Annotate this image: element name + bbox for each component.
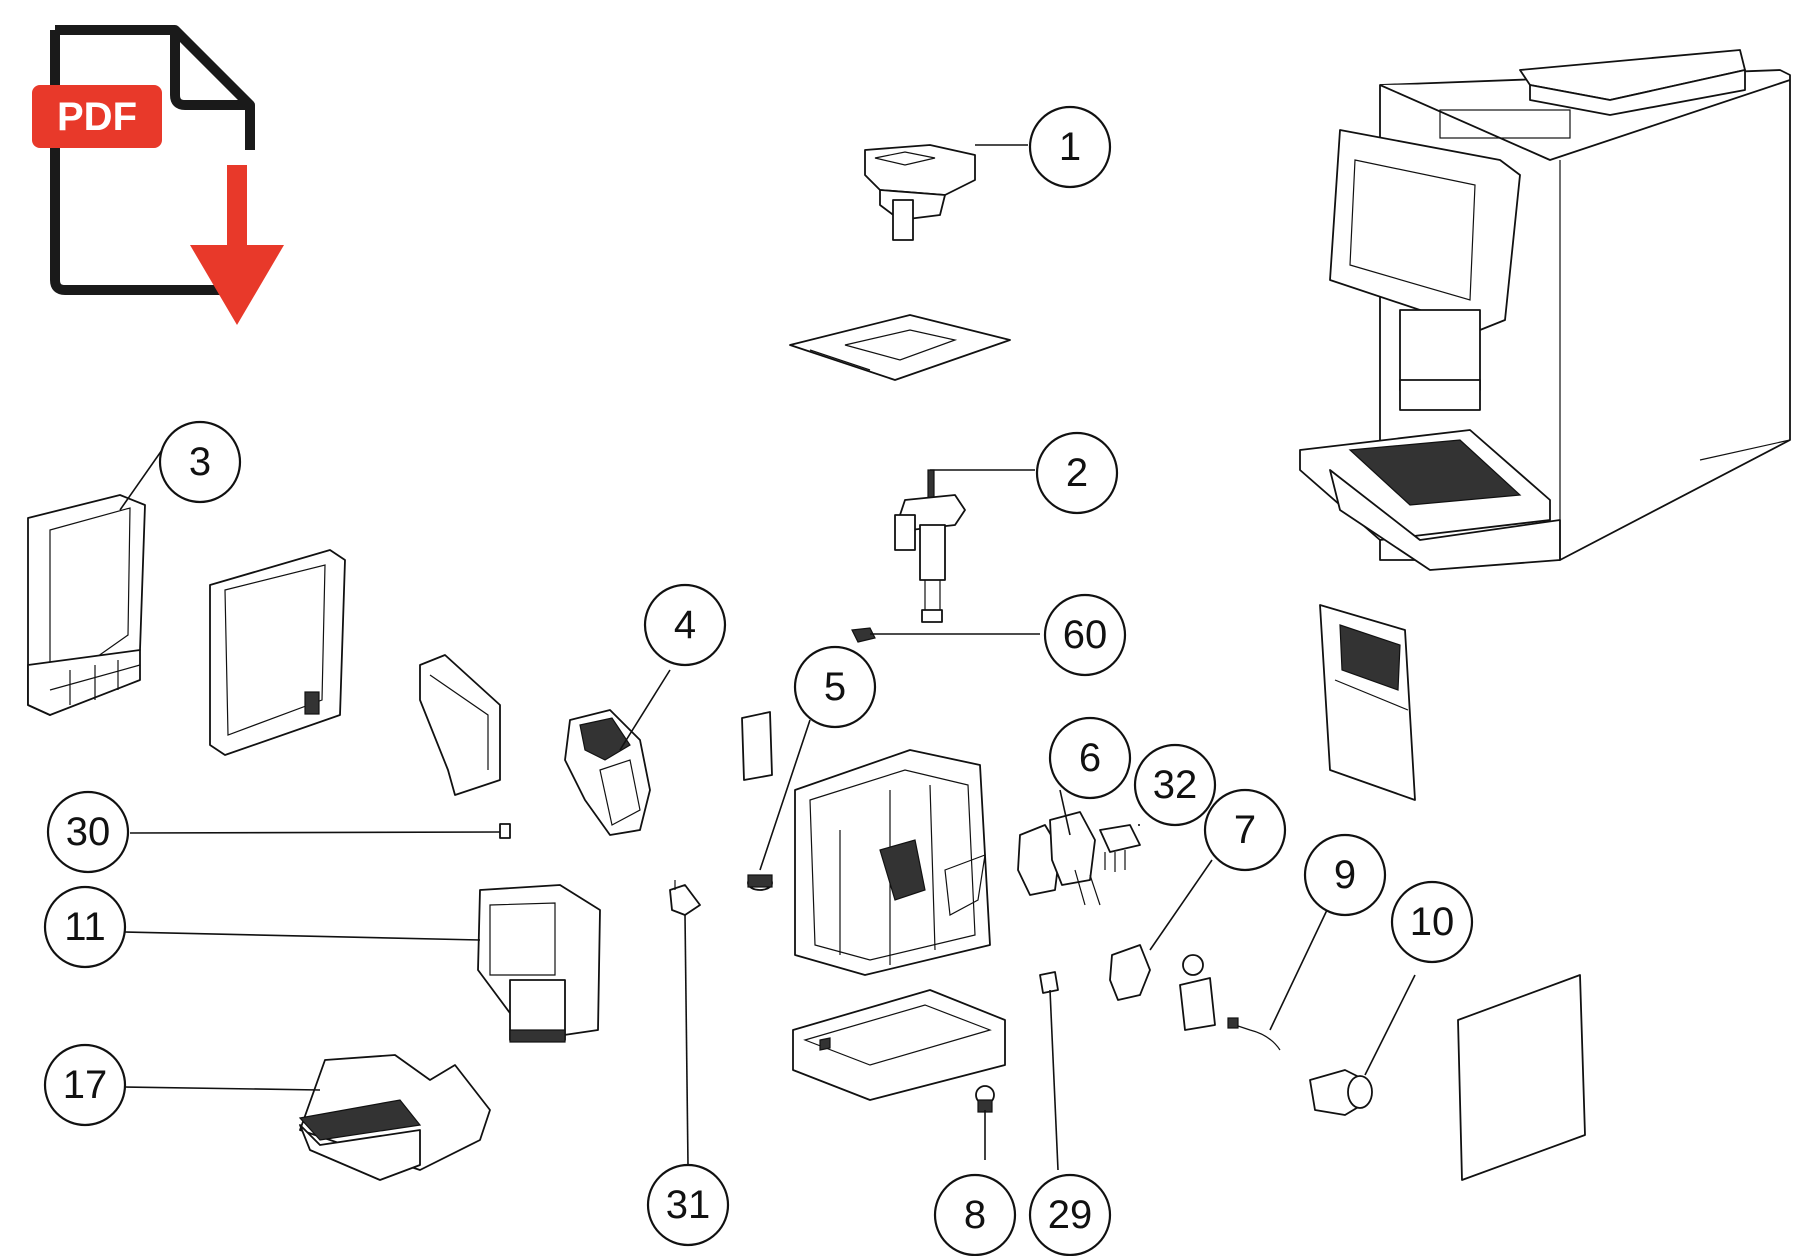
callout-label-10: 10	[1410, 900, 1455, 944]
callout-9: 9	[1303, 833, 1387, 917]
part-2-brew-group	[894, 469, 966, 623]
coffee-machine-assembled	[1299, 49, 1791, 571]
part-1-spout-head	[864, 144, 976, 241]
callout-label-9: 9	[1334, 853, 1356, 897]
callout-label-31: 31	[666, 1183, 711, 1227]
rear-panel-bottom	[1457, 974, 1586, 1181]
part-60-sensor	[851, 627, 876, 643]
callout-label-3: 3	[189, 440, 211, 484]
part-6-pumps	[1017, 811, 1101, 906]
callout-8: 8	[933, 1173, 1017, 1256]
part-9-sensor-cable	[1227, 1017, 1281, 1051]
callout-31: 31	[646, 1163, 730, 1247]
part-11-display	[477, 884, 601, 1043]
pdf-download-icon[interactable]: PDF	[32, 25, 284, 325]
callout-30: 30	[46, 790, 130, 874]
callout-11: 11	[43, 885, 127, 969]
part-32-transformer	[1099, 824, 1141, 872]
callout-label-5: 5	[824, 665, 846, 709]
bean-hopper-panel	[419, 654, 501, 796]
part-3-water-tank	[27, 494, 146, 716]
leader-lines	[119, 144, 1416, 1171]
callout-4: 4	[643, 583, 727, 667]
download-arrow-shaft	[227, 165, 247, 245]
callout-5: 5	[793, 645, 877, 729]
callout-6: 6	[1048, 716, 1132, 800]
callout-7: 7	[1203, 788, 1287, 872]
callout-2: 2	[1035, 431, 1119, 515]
part-30-clip	[499, 823, 511, 839]
callout-10: 10	[1390, 880, 1474, 964]
part-4-grinder	[564, 709, 651, 836]
callout-label-8: 8	[964, 1193, 986, 1237]
part-17-drip-tray	[298, 1054, 491, 1181]
callout-label-4: 4	[674, 603, 696, 647]
callout-label-7: 7	[1234, 808, 1256, 852]
callout-label-30: 30	[66, 810, 111, 854]
part-29-connector	[1039, 971, 1059, 994]
callout-label-2: 2	[1066, 451, 1088, 495]
main-chassis-frame	[794, 749, 991, 976]
part-31-nozzle	[669, 880, 701, 916]
callout-label-11: 11	[64, 905, 106, 949]
callout-17: 17	[43, 1043, 127, 1127]
part-5-filter	[741, 711, 773, 891]
callout-label-1: 1	[1059, 125, 1081, 169]
callout-1: 1	[1028, 105, 1112, 189]
callout-label-6: 6	[1079, 736, 1101, 780]
callout-label-29: 29	[1048, 1193, 1093, 1237]
part-8-fitting	[975, 1085, 995, 1113]
callout-60: 60	[1043, 593, 1127, 677]
callout-32: 32	[1133, 743, 1217, 827]
pdf-badge	[32, 85, 162, 148]
part-10-motor	[1309, 1069, 1373, 1116]
callout-label-60: 60	[1063, 613, 1108, 657]
callout-3: 3	[158, 420, 242, 504]
side-panel-left	[209, 549, 346, 756]
callout-label-17: 17	[63, 1063, 108, 1107]
download-arrow-head	[190, 245, 284, 325]
callout-29: 29	[1028, 1173, 1112, 1256]
base-tray	[792, 989, 1006, 1101]
callout-label-32: 32	[1153, 763, 1198, 807]
top-cover-panel	[789, 314, 1011, 381]
part-7-valve	[1109, 944, 1216, 1031]
rear-panel-top	[1319, 604, 1416, 801]
pdf-label: PDF	[57, 95, 137, 139]
